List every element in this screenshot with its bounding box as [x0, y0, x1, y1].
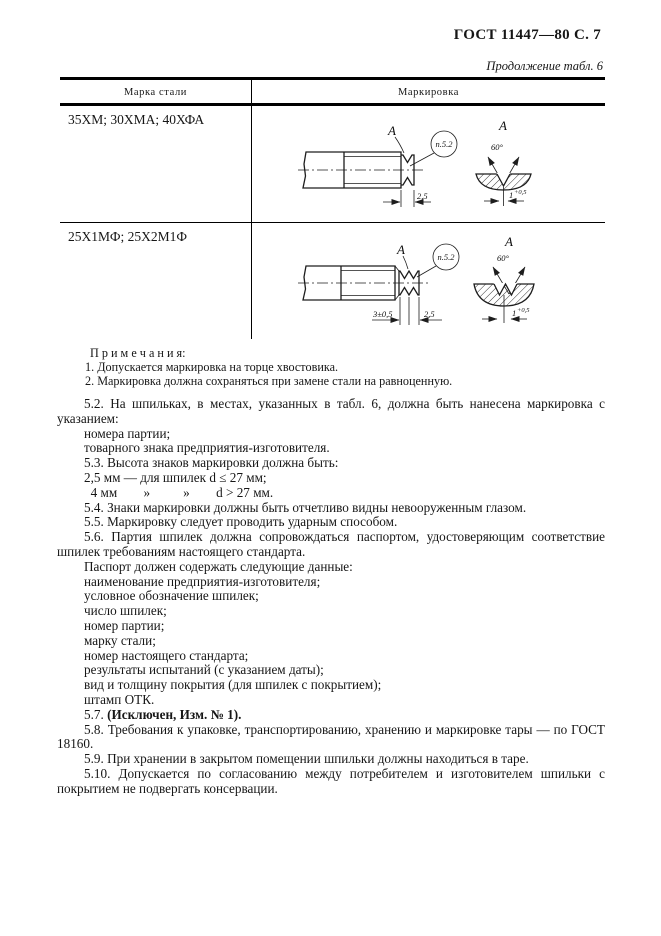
body-text: 5.2. На шпильках, в местах, указанных в … — [57, 396, 605, 797]
angle-dimension-text: 60° — [497, 253, 510, 263]
list-item: число шпилек; — [84, 603, 167, 619]
marked-tip-outline — [401, 154, 415, 186]
value-line: 4 мм » » d > 27 мм. — [84, 484, 274, 500]
clause-callout-label: п.5.2 — [438, 252, 456, 262]
depth-tolerance-text: +0,5 — [517, 307, 530, 314]
view-label: А — [396, 242, 405, 257]
column-header-steel: Марка стали — [60, 80, 252, 103]
marking-table: Марка стали Маркировка 35ХМ; 30ХМА; 40ХФ… — [60, 77, 605, 339]
marked-band-outline — [398, 269, 420, 297]
steel-grades-cell: 25Х1МФ; 25Х2М1Ф — [60, 223, 252, 339]
groove-notch — [505, 283, 518, 295]
detail-view-label: А — [498, 118, 507, 133]
table-row: 25Х1МФ; 25Х2М1Ф — [60, 223, 605, 339]
notes-section: П р и м е ч а н и я: 1. Допускается марк… — [57, 346, 605, 389]
depth-dimension-text: 1 — [512, 308, 516, 318]
groove-notch — [493, 283, 506, 295]
paragraph-5-7-excluded: (Исключен, Изм. № 1). — [107, 706, 242, 722]
marking-drawing-cell: А п.5.2 3±0,5 2,5 А 60° — [252, 223, 605, 339]
list-item: штамп ОТК. — [84, 691, 155, 707]
paragraph-5-2: 5.2. На шпильках, в местах, указанных в … — [57, 396, 605, 426]
clause-callout-circle — [432, 243, 460, 271]
view-leader-line — [394, 136, 405, 154]
paragraph-5-7: 5.7. (Исключен, Изм. № 1). — [57, 706, 605, 723]
list-item: номер партии; — [84, 617, 165, 633]
callout-leader-line — [409, 152, 435, 167]
stud-body-outline — [302, 151, 402, 189]
detail-view-label: А — [504, 234, 513, 249]
view-label: А — [387, 123, 396, 138]
notch-flank — [502, 173, 511, 187]
notes-title: П р и м е ч а н и я: — [90, 346, 186, 360]
note-item: 1. Допускается маркировка на торце хвост… — [85, 359, 339, 374]
width-dimension-text: 2,5 — [417, 191, 428, 201]
clause-callout-label: п.5.2 — [436, 139, 454, 149]
notch-flank — [496, 173, 505, 187]
paragraph-5-6: 5.6. Партия шпилек должна сопровождаться… — [57, 529, 605, 559]
width-dimension-text: 2,5 — [424, 309, 435, 319]
groove-notch — [496, 173, 511, 186]
paragraph-5-9: 5.9. При хранении в закрытом помещении ш… — [84, 751, 529, 767]
paragraph-5-5: 5.5. Маркировку следует проводить ударны… — [84, 514, 398, 530]
paragraph-5-8: 5.8. Требования к упаковке, транспортиро… — [57, 721, 605, 752]
list-item: товарного знака предприятия-изготовителя… — [84, 440, 330, 456]
paragraph-5-3: 5.3. Высота знаков маркировки должна быт… — [84, 455, 339, 471]
list-item: вид и толщину покрытия (для шпилек с пок… — [84, 677, 382, 693]
view-leader-line — [402, 255, 409, 270]
stud-marking-drawing-double-groove: А п.5.2 3±0,5 2,5 А 60° — [298, 234, 535, 325]
marking-drawing-cell: А п.5.2 2,5 А 60° — [252, 106, 605, 222]
list-item: номер настоящего стандарта; — [84, 647, 249, 663]
list-item: результаты испытаний (с указанием даты); — [84, 662, 324, 678]
spacing-dimension-text: 3±0,5 — [372, 309, 393, 319]
paragraph-5-7-number: 5.7. — [84, 706, 108, 722]
chamfer-line — [394, 265, 400, 272]
clause-callout-circle — [430, 130, 458, 158]
paragraph-5-4: 5.4. Знаки маркировки должны быть отчетл… — [84, 499, 527, 515]
list-item: условное обозначение шпилек; — [84, 588, 259, 604]
column-header-marking: Маркировка — [397, 87, 460, 98]
list-item: марку стали; — [84, 632, 156, 648]
callout-leader-line — [416, 265, 437, 278]
notch-flanks — [493, 282, 518, 297]
steel-grades-cell: 35ХМ; 30ХМА; 40ХФА — [60, 106, 252, 222]
list-item: номера партии; — [84, 425, 171, 441]
table-continuation-label: Продолжение табл. 6 — [486, 59, 603, 73]
table-row: 35ХМ; 30ХМА; 40ХФА — [60, 106, 605, 223]
depth-tolerance-text: +0,5 — [514, 189, 527, 196]
chamfer-line — [394, 294, 400, 301]
list-item: наименование предприятия-изготовителя; — [84, 573, 321, 589]
stud-marking-drawing-single-groove: А п.5.2 2,5 А 60° — [298, 118, 532, 207]
value-line: 2,5 мм — для шпилек d ≤ 27 мм; — [84, 469, 267, 485]
note-item: 2. Маркировка должна сохраняться при зам… — [85, 373, 453, 388]
table-header-row: Марка стали Маркировка — [60, 80, 605, 106]
page-title: ГОСТ 11447—80 С. 7 — [453, 27, 601, 43]
paragraph-5-10: 5.10. Допускается по согласованию между … — [57, 765, 605, 796]
depth-dimension-text: 1 — [509, 190, 513, 200]
angle-dimension-text: 60° — [491, 142, 504, 152]
passport-intro: Паспорт должен содержать следующие данны… — [84, 558, 353, 574]
